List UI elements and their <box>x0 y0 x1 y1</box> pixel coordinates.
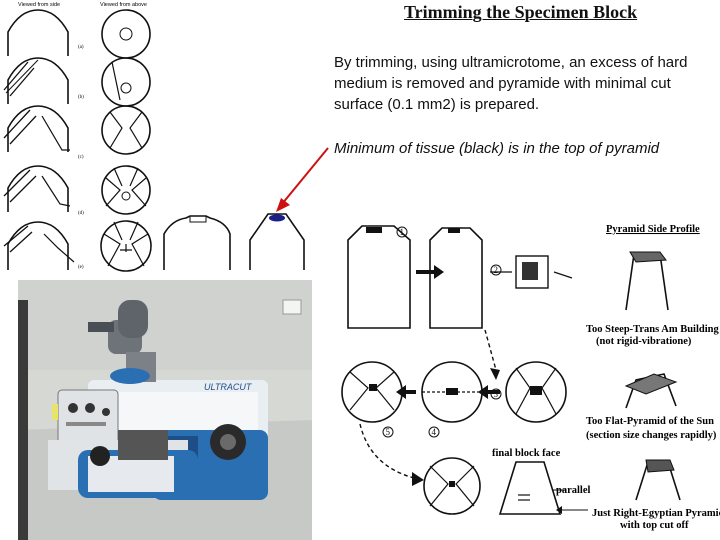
final-block-face <box>423 457 481 515</box>
row-mark-c: (c) <box>78 155 84 160</box>
block-step-1 <box>347 225 411 329</box>
red-arrow-icon <box>276 147 329 212</box>
face-step-3 <box>505 361 567 423</box>
stage-row-c <box>3 105 151 155</box>
profile-right-note: with top cut off <box>620 520 689 531</box>
trimming-description: By trimming, using ultramicrotome, an ex… <box>334 54 688 113</box>
tissue-dark-mark <box>269 214 285 222</box>
detail-square <box>515 255 549 289</box>
step-number-5: 5 <box>386 427 391 437</box>
ultramicrotome-photo: ULTRACUT <box>18 280 312 540</box>
parallel-label: parallel <box>556 485 590 496</box>
profile-flat-label: Too Flat-Pyramid of the Sun <box>586 416 714 427</box>
trimming-procedure-diagram: 1 2 3 4 5 final block face parallel Pyra… <box>341 224 720 531</box>
stage-row-d <box>3 165 151 215</box>
profile-title: Pyramid Side Profile <box>606 224 700 235</box>
profile-flat-note: (section size changes rapidly) <box>586 430 717 441</box>
row-mark-a: (a) <box>78 45 84 50</box>
col-header-side: Viewed from side <box>18 2 60 8</box>
step-number-3: 3 <box>494 389 499 399</box>
profile-steep-note: (not rigid-vibratione) <box>596 336 692 347</box>
stage-row-b <box>3 57 151 107</box>
trimmed-block-outline <box>163 215 231 270</box>
row-mark-d: (d) <box>78 211 84 216</box>
stage-row-e <box>3 220 152 272</box>
final-trapezoid <box>498 461 562 515</box>
block-step-2 <box>429 227 483 329</box>
profile-steep-label: Too Steep-Trans Am Building <box>586 324 719 335</box>
pyramid-block-outline <box>249 213 305 270</box>
tissue-note: Minimum of tissue (black) is in the top … <box>334 140 660 157</box>
final-face-label: final block face <box>492 448 561 459</box>
step-number-1: 1 <box>400 227 405 237</box>
step-number-2: 2 <box>494 265 499 275</box>
stage-row-a <box>7 9 151 59</box>
trimming-stages-diagram: Viewed from side Viewed from above (a) (… <box>3 2 329 272</box>
slide-title: Trimming the Specimen Block <box>404 2 638 22</box>
profile-steep <box>625 253 669 311</box>
face-step-5 <box>341 361 403 423</box>
profile-right-label: Just Right-Egyptian Pyramid <box>592 508 720 519</box>
row-mark-e: (e) <box>78 265 84 270</box>
step-number-4: 4 <box>432 427 437 437</box>
col-header-above: Viewed from above <box>100 2 147 8</box>
arrow-right-icon <box>434 265 444 279</box>
row-mark-b: (b) <box>78 95 84 100</box>
brand-label: ULTRACUT <box>204 382 253 392</box>
